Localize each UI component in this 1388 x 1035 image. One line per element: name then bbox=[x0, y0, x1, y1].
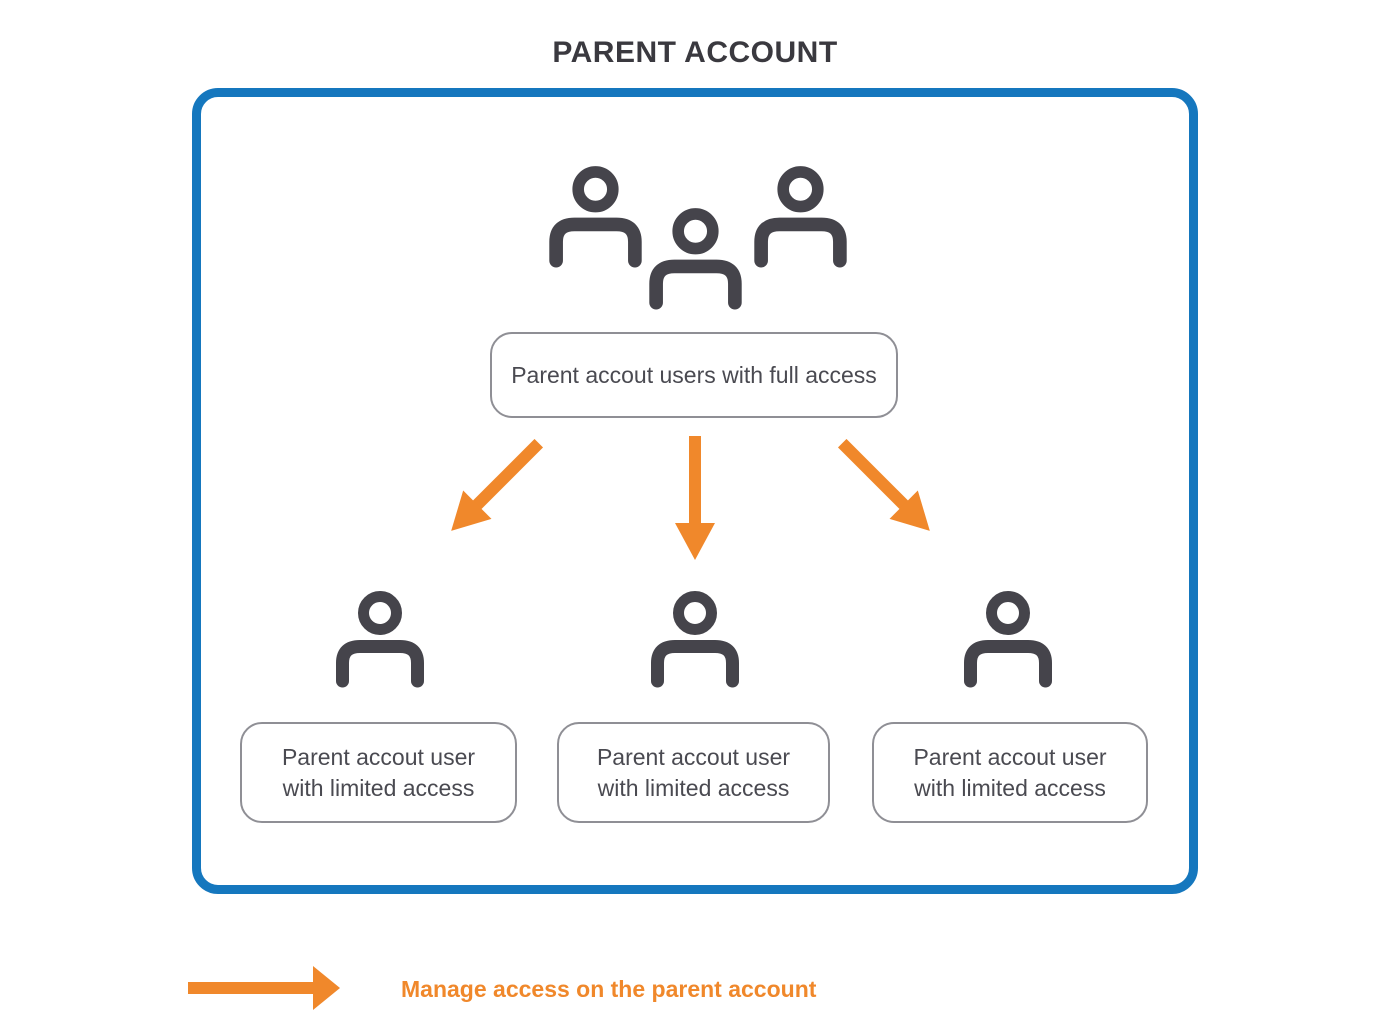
arrow-down-icon bbox=[673, 436, 717, 560]
limited-access-label-line1: Parent accout user bbox=[913, 743, 1107, 770]
user-icon bbox=[330, 582, 430, 694]
full-access-label: Parent accout users with full access bbox=[490, 332, 898, 418]
limited-access-label: Parent accout user with limited access bbox=[240, 722, 517, 823]
right-arrow-icon bbox=[188, 966, 340, 1010]
limited-access-label-line1: Parent accout user bbox=[596, 743, 791, 770]
users-group-icon bbox=[543, 163, 853, 318]
limited-access-label-line2: with limited access bbox=[914, 774, 1106, 801]
limited-access-label: Parent accout user with limited access bbox=[557, 722, 830, 823]
full-access-label-text: Parent accout users with full access bbox=[511, 361, 877, 388]
limited-access-label-line2: with limited access bbox=[597, 774, 790, 801]
user-icon bbox=[958, 582, 1058, 694]
limited-access-label-line1: Parent accout user bbox=[281, 743, 476, 770]
page-title: PARENT ACCOUNT bbox=[552, 36, 838, 69]
limited-access-label-line2: with limited access bbox=[282, 774, 475, 801]
legend-label: Manage access on the parent account bbox=[401, 976, 817, 1002]
limited-access-label: Parent accout user with limited access bbox=[872, 722, 1148, 823]
user-icon bbox=[645, 582, 745, 694]
